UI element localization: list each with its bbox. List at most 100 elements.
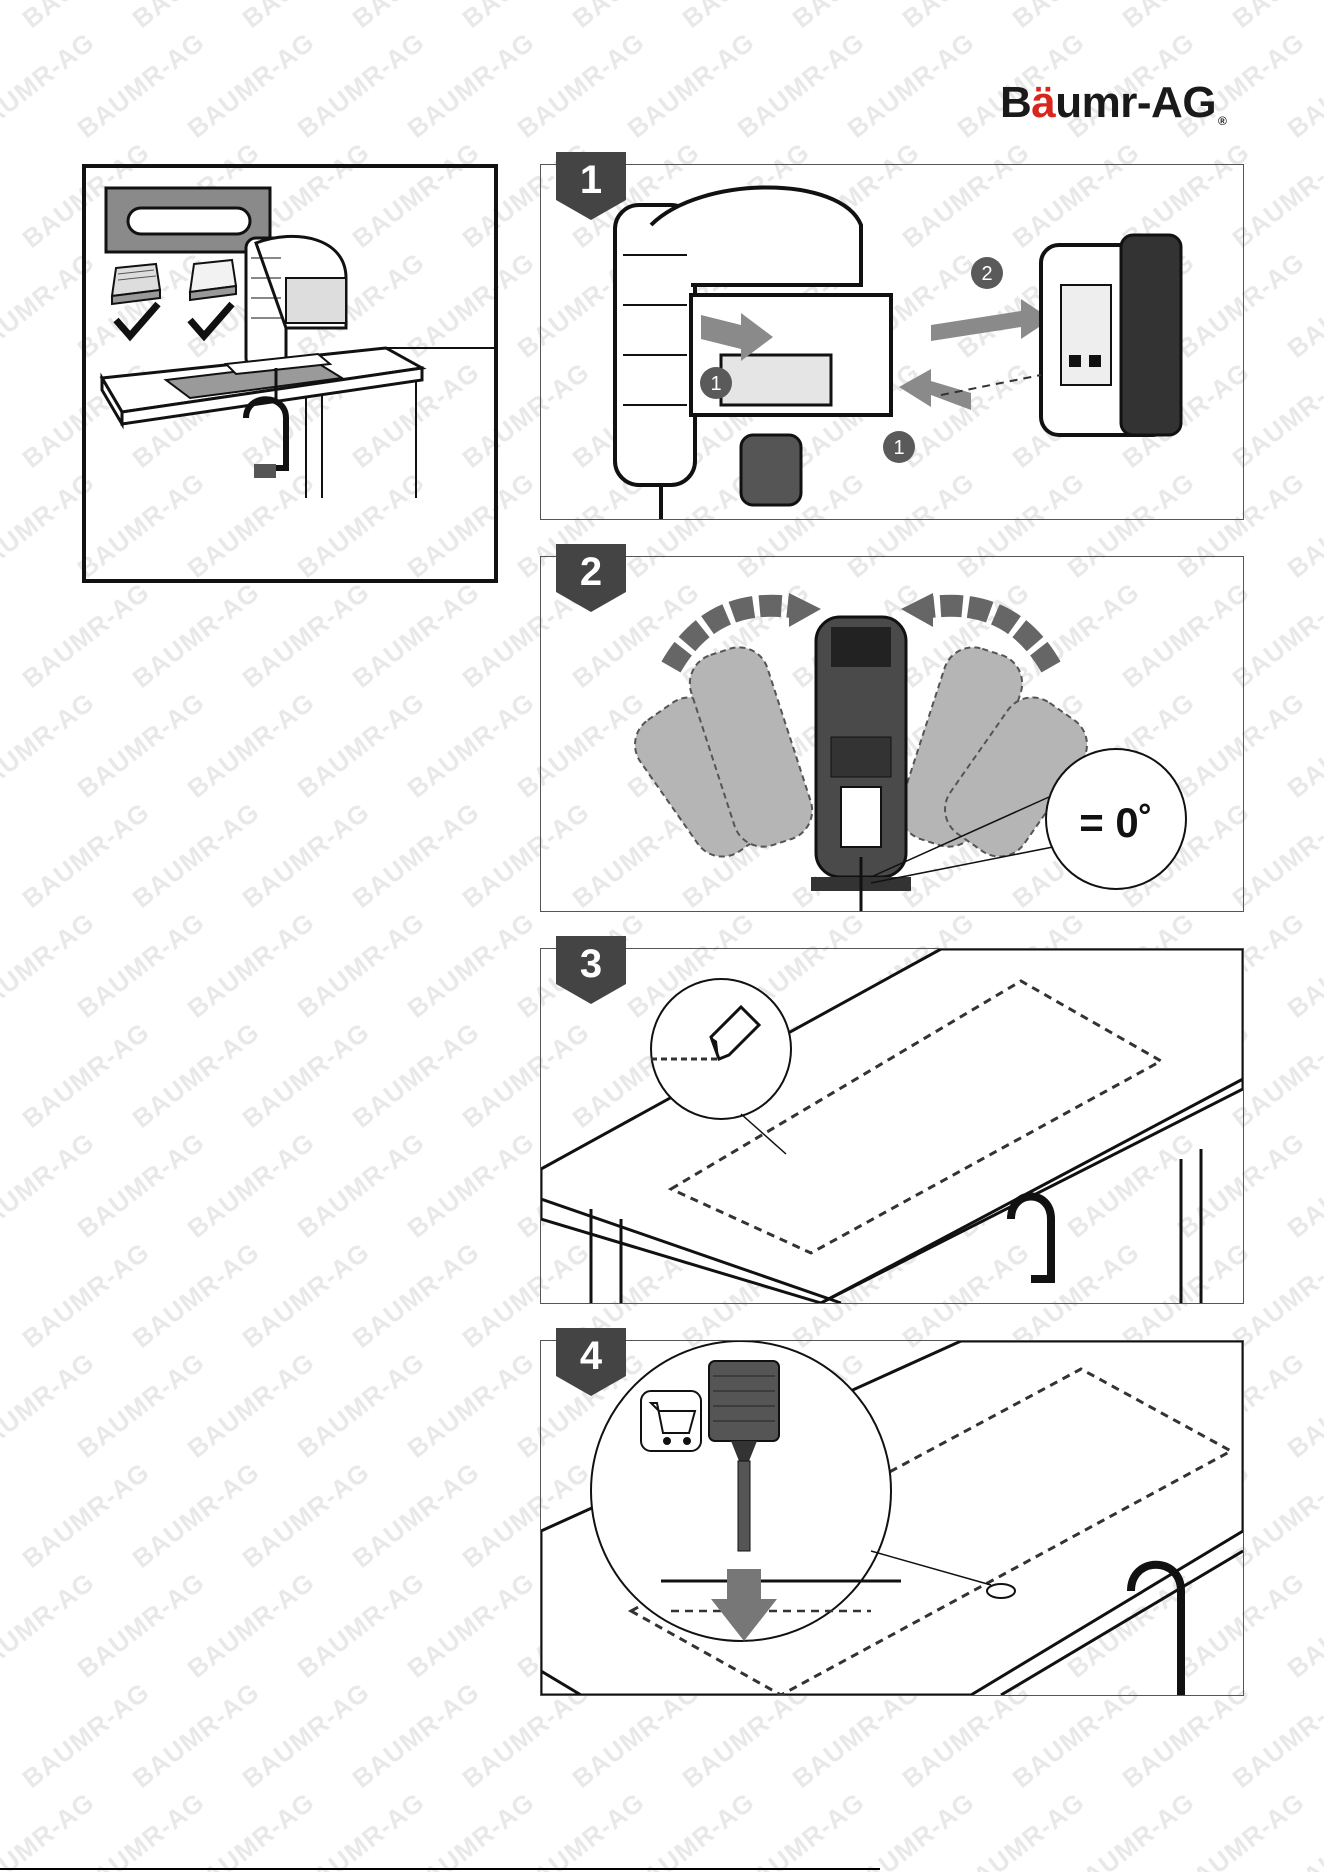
watermark-text: BAUMR-AG: [787, 0, 926, 35]
watermark-text: BAUMR-AG: [0, 1346, 101, 1464]
watermark-text: BAUMR-AG: [897, 0, 1036, 35]
wood-sample-icon: [110, 262, 162, 306]
watermark-text: BAUMR-AG: [127, 0, 266, 35]
watermark-text: BAUMR-AG: [71, 906, 211, 1024]
watermark-text: BAUMR-AG: [236, 576, 376, 694]
watermark-text: BAUMR-AG: [71, 1566, 211, 1684]
watermark-text: BAUMR-AG: [181, 26, 321, 144]
watermark-text: BAUMR-AG: [181, 1566, 321, 1684]
watermark-text: BAUMR-AG: [291, 1126, 431, 1244]
watermark-text: BAUMR-AG: [1281, 1786, 1324, 1872]
watermark-text: BAUMR-AG: [71, 1786, 211, 1872]
watermark-text: BAUMR-AG: [346, 1676, 486, 1794]
tile-sample-icon: [188, 258, 238, 302]
watermark-text: BAUMR-AG: [0, 26, 101, 144]
watermark-text: BAUMR-AG: [71, 686, 211, 804]
watermark-text: BAUMR-AG: [346, 1236, 486, 1354]
watermark-text: BAUMR-AG: [236, 1456, 376, 1574]
watermark-text: BAUMR-AG: [731, 1786, 871, 1872]
watermark-text: BAUMR-AG: [401, 1566, 541, 1684]
watermark-text: BAUMR-AG: [181, 906, 321, 1024]
ghost-jigsaw-icon: [634, 646, 1088, 858]
watermark-text: BAUMR-AG: [237, 0, 376, 35]
watermark-text: BAUMR-AG: [126, 1236, 266, 1354]
watermark-text: BAUMR-AG: [16, 796, 156, 914]
watermark-text: BAUMR-AG: [401, 26, 541, 144]
watermark-text: BAUMR-AG: [181, 1346, 321, 1464]
watermark-text: BAUMR-AG: [236, 1236, 376, 1354]
watermark-text: BAUMR-AG: [71, 26, 211, 144]
step-3-badge: 3: [556, 936, 626, 1006]
arrow-icon: [899, 369, 971, 410]
watermark-text: BAUMR-AG: [346, 796, 486, 914]
watermark-text: BAUMR-AG: [401, 1126, 541, 1244]
step-4-number: 4: [579, 1334, 603, 1378]
step-4-panel: [540, 1340, 1244, 1696]
watermark-text: BAUMR-AG: [71, 1126, 211, 1244]
watermark-text: BAUMR-AG: [1281, 1346, 1324, 1464]
watermark-text: BAUMR-AG: [16, 576, 156, 694]
watermark-text: BAUMR-AG: [0, 686, 101, 804]
watermark-text: BAUMR-AG: [16, 1236, 156, 1354]
check-icon: [187, 301, 235, 342]
step-1-badge: 1: [556, 152, 626, 222]
step-1-panel: 1 2 1: [540, 164, 1244, 520]
watermark-text: BAUMR-AG: [181, 1786, 321, 1872]
watermark-text: BAUMR-AG: [1281, 26, 1324, 144]
jigsaw-battery-removal-icon: [613, 185, 893, 519]
step-2-panel: = 0˚: [540, 556, 1244, 912]
watermark-text: BAUMR-AG: [291, 1566, 431, 1684]
angle-label: = 0˚: [1079, 799, 1153, 846]
step-2-badge: 2: [556, 544, 626, 614]
watermark-text: BAUMR-AG: [0, 906, 101, 1024]
drill-hole-icon: [986, 1583, 1016, 1599]
watermark-text: BAUMR-AG: [181, 1126, 321, 1244]
watermark-text: BAUMR-AG: [236, 1016, 376, 1134]
watermark-text: BAUMR-AG: [126, 1016, 266, 1134]
tilt-left-arrow-icon: [661, 594, 793, 673]
watermark-text: BAUMR-AG: [1281, 906, 1324, 1024]
watermark-text: BAUMR-AG: [567, 0, 706, 35]
watermark-text: BAUMR-AG: [126, 796, 266, 914]
watermark-text: BAUMR-AG: [16, 1456, 156, 1574]
pencil-icon: [709, 1004, 762, 1061]
step-4-badge: 4: [556, 1328, 626, 1398]
watermark-text: BAUMR-AG: [1281, 1566, 1324, 1684]
cart-icon: [640, 1390, 702, 1452]
watermark-text: BAUMR-AG: [181, 686, 321, 804]
arrow-icon: [701, 313, 773, 361]
watermark-text: BAUMR-AG: [401, 1346, 541, 1464]
cut-outline: [627, 1367, 1235, 1695]
watermark-text: BAUMR-AG: [621, 26, 761, 144]
battery-pack-icon: [1039, 233, 1183, 437]
watermark-text: BAUMR-AG: [126, 576, 266, 694]
watermark-text: BAUMR-AG: [291, 686, 431, 804]
footer-rule: [0, 1868, 880, 1870]
watermark-text: BAUMR-AG: [1281, 466, 1324, 584]
watermark-text: BAUMR-AG: [677, 0, 816, 35]
watermark-text: BAUMR-AG: [291, 1346, 431, 1464]
watermark-text: BAUMR-AG: [951, 1786, 1091, 1872]
watermark-text: BAUMR-AG: [346, 1456, 486, 1574]
step-3-panel: [540, 948, 1244, 1304]
callout-2: 2: [981, 263, 992, 285]
clamp-icon: [1007, 1192, 1055, 1283]
check-icon: [113, 301, 161, 342]
watermark-text: BAUMR-AG: [0, 1786, 101, 1872]
overview-illustration: [82, 164, 498, 583]
callout-1a: 1: [710, 373, 721, 395]
watermark-text: BAUMR-AG: [236, 796, 376, 914]
step-1-number: 1: [579, 158, 603, 202]
watermark-text: BAUMR-AG: [126, 1676, 266, 1794]
watermark-text: BAUMR-AG: [1227, 0, 1324, 35]
watermark-text: BAUMR-AG: [1281, 246, 1324, 364]
drill-bit-icon: [708, 1360, 780, 1552]
clamp-icon: [243, 396, 289, 471]
watermark-text: BAUMR-AG: [401, 1786, 541, 1872]
watermark-text: BAUMR-AG: [0, 0, 46, 35]
watermark-text: BAUMR-AG: [346, 1016, 486, 1134]
watermark-text: BAUMR-AG: [291, 906, 431, 1024]
watermark-text: BAUMR-AG: [347, 0, 486, 35]
watermark-text: BAUMR-AG: [126, 1456, 266, 1574]
watermark-text: BAUMR-AG: [0, 1566, 101, 1684]
